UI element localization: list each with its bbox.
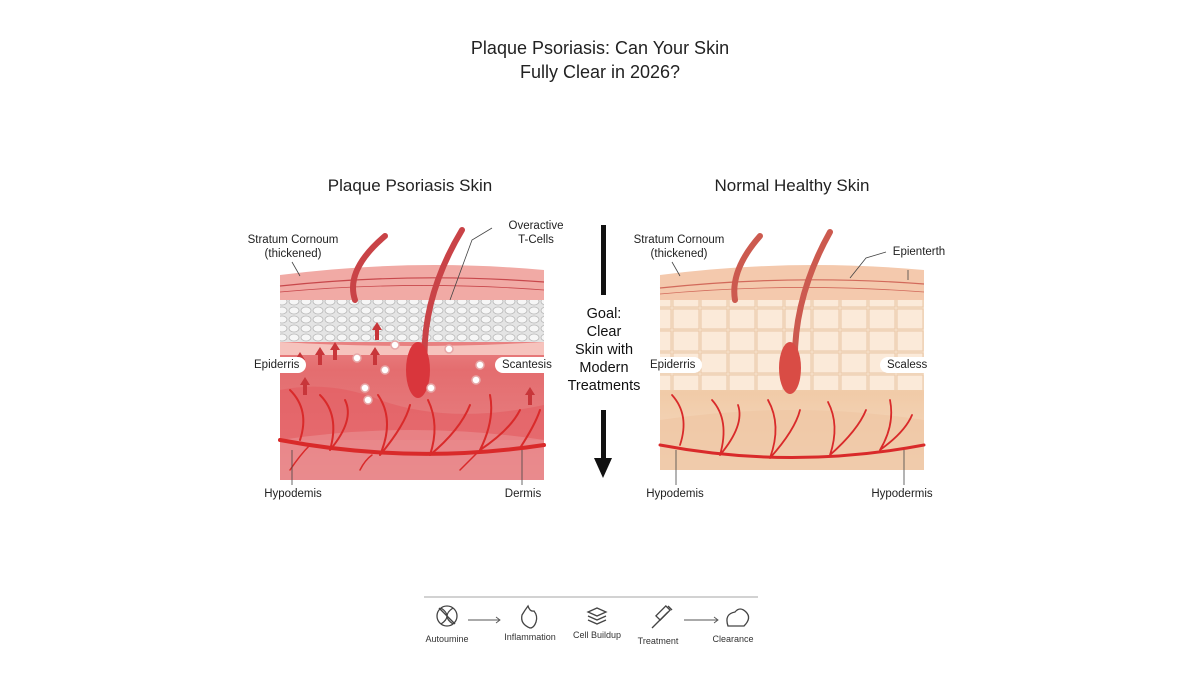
healthy-heading: Normal Healthy Skin — [714, 176, 870, 195]
flame-icon — [521, 604, 538, 629]
syringe-icon — [651, 605, 673, 629]
psoriasis-stratum-label: Stratum Cornoum (thickened) — [247, 234, 339, 260]
healthy-epidermis-top-label: Epienterth — [892, 246, 946, 258]
healthy-epidermis-label: Epiderris — [643, 357, 703, 373]
psoriasis-epidermis-label: Epiderris — [247, 357, 307, 373]
goal-text: Goal: Clear Skin with Modern Treatments — [567, 306, 641, 394]
psoriasis-hypodermis-label: Hypodemis — [264, 488, 322, 500]
psoriasis-dermis-label: Dermis — [504, 488, 542, 500]
page-title: Plaque Psoriasis: Can Your Skin Fully Cl… — [0, 36, 1200, 84]
layers-icon — [586, 607, 608, 625]
dna-icon — [436, 605, 458, 627]
overactive-tcells-label: Overactive T-Cells — [508, 220, 564, 246]
flow-strip — [424, 596, 758, 629]
healthy-side-label: Scaless — [880, 357, 935, 373]
healthy-stratum-label: Stratum Cornoum (thickened) — [633, 234, 725, 260]
psoriasis-skin-block — [278, 227, 546, 480]
healthy-hypodermis-left-label: Hypodemis — [646, 488, 704, 500]
title-line-2: Fully Clear in 2026? — [519, 62, 681, 82]
flow-label-autoimmune: Autoumine — [425, 634, 469, 644]
psoriasis-side-label: Scantesis — [495, 357, 559, 373]
center-arrow — [594, 225, 612, 478]
flow-label-clearance: Clearance — [712, 634, 754, 644]
flow-label-cell-buildup: Cell Buildup — [572, 630, 622, 640]
healthy-hypodermis-right-label: Hypodermis — [871, 488, 933, 500]
flow-label-treatment: Treatment — [637, 636, 679, 646]
flow-label-inflammation: Inflammation — [504, 632, 556, 642]
skin-icon — [726, 608, 750, 627]
title-line-1: Plaque Psoriasis: Can Your Skin — [470, 38, 730, 58]
psoriasis-heading: Plaque Psoriasis Skin — [327, 176, 493, 195]
healthy-skin-block — [658, 229, 926, 470]
